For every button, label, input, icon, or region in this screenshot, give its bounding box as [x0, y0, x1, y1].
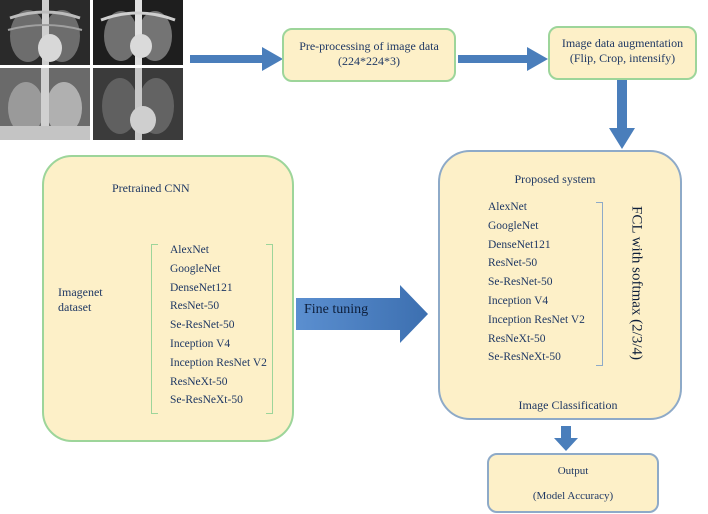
fine-tuning-label: Fine tuning — [304, 302, 369, 317]
arrow-preprocess-to-augmentation — [458, 47, 548, 71]
augmentation-box: Image data augmentation (Flip, Crop, int… — [548, 26, 697, 80]
pretrained-list-bracket-right — [266, 244, 273, 414]
proposed-model-item: Se-ResNeXt-50 — [488, 351, 561, 364]
proposed-model-item: ResNeXt-50 — [488, 332, 546, 345]
pretrained-model-item: Inception V4 — [170, 337, 231, 350]
proposed-model-item: GoogleNet — [488, 219, 539, 232]
pretrained-model-item: Se-ResNet-50 — [170, 319, 235, 332]
fine-tuning-arrow — [296, 285, 428, 343]
augmentation-title: Image data augmentation — [561, 36, 684, 50]
chest-xray-icon — [0, 68, 90, 140]
proposed-model-item: Inception V4 — [488, 294, 549, 307]
xray-image-3 — [0, 68, 90, 140]
arrow-classification-to-output — [554, 426, 578, 451]
proposed-list-bracket — [596, 202, 603, 366]
xray-image-1 — [0, 0, 90, 65]
chest-xray-icon — [0, 0, 90, 65]
output-title: Output — [557, 465, 589, 477]
pretrained-model-item: Inception ResNet V2 — [170, 356, 267, 369]
pretrained-model-item: ResNet-50 — [170, 300, 220, 313]
arrow-augmentation-to-proposed — [609, 80, 635, 149]
proposed-model-item: Se-ResNet-50 — [488, 276, 553, 289]
arrow-images-to-preprocess — [190, 47, 283, 71]
pretrained-title: Pretrained CNN — [112, 181, 190, 195]
output-subtitle: (Model Accuracy) — [532, 490, 614, 502]
chest-xray-icon — [93, 68, 183, 140]
classification-label: Image Classification — [518, 398, 618, 412]
pretrained-model-item: ResNeXt-50 — [170, 375, 228, 388]
proposed-model-item: ResNet-50 — [488, 257, 538, 270]
proposed-model-item: Inception ResNet V2 — [488, 313, 585, 326]
xray-image-4 — [93, 68, 183, 140]
proposed-title: Proposed system — [514, 172, 596, 186]
fcl-label: FCL with softmax (2/3/4) — [628, 205, 645, 361]
pretrained-model-item: DenseNet121 — [170, 281, 233, 294]
augmentation-subtitle: (Flip, Crop, intensify) — [569, 51, 676, 65]
preprocess-subtitle: (224*224*3) — [338, 54, 400, 68]
imagenet-label-line1: Imagenet — [58, 285, 103, 299]
pretrained-model-item: GoogleNet — [170, 262, 221, 275]
pretrained-model-item: Se-ResNeXt-50 — [170, 394, 243, 407]
xray-image-2 — [93, 0, 183, 65]
preprocess-box: Pre-processing of image data (224*224*3) — [282, 28, 456, 82]
fcl-label-box: FCL with softmax (2/3/4) — [616, 194, 656, 372]
chest-xray-icon — [93, 0, 183, 65]
imagenet-label-line2: dataset — [58, 300, 92, 314]
preprocess-title: Pre-processing of image data — [299, 39, 439, 53]
proposed-model-item: AlexNet — [488, 201, 527, 213]
pretrained-list-bracket-left — [151, 244, 158, 414]
pretrained-model-item: AlexNet — [170, 244, 209, 256]
output-box: Output (Model Accuracy) — [487, 453, 659, 513]
proposed-model-item: DenseNet121 — [488, 238, 551, 251]
